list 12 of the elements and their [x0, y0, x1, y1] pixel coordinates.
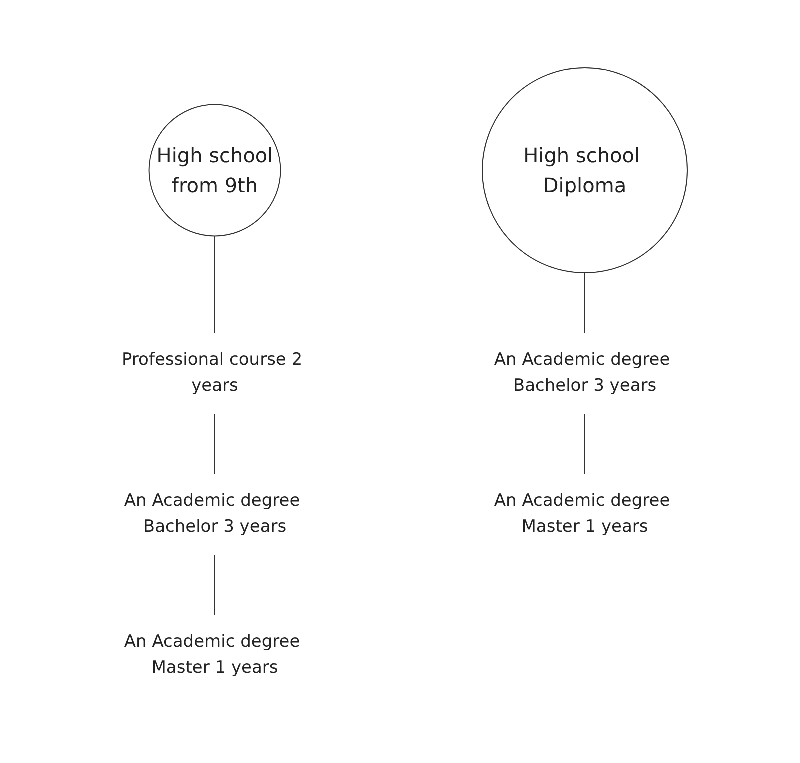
connector [214, 413, 216, 474]
node-text: An Academic degree Master 1 years [494, 490, 670, 536]
node-circle: High school Diploma [482, 67, 688, 273]
connector [584, 413, 586, 474]
connector [214, 554, 216, 615]
node-circle: High school from 9th [148, 104, 282, 236]
node-text: An Academic degree Bachelor 3 years [124, 490, 300, 536]
node-text: An Academic degree Bachelor 3 years [494, 350, 670, 395]
connector [584, 272, 586, 333]
connector [214, 235, 216, 333]
node-text: An Academic degree Master 1 years [124, 632, 300, 677]
node-text: Professional course 2 years [122, 350, 303, 395]
